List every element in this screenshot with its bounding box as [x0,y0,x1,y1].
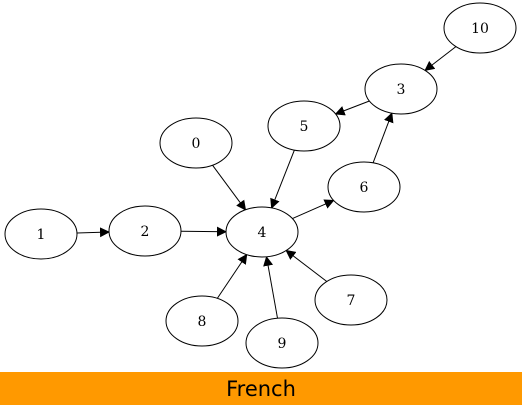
edges [76,46,457,319]
nodes: 0 1 2 3 4 5 6 7 8 9 10 [4,2,517,369]
edge-8-to-4 [216,253,248,299]
node-ellipse [245,317,319,369]
node-label: 4 [258,225,267,241]
node-label: 7 [347,293,356,309]
graph-diagram: 0 1 2 3 4 5 6 7 8 9 10 [4,2,517,369]
node-ellipse [159,117,233,169]
edge-4-to-6 [292,199,335,220]
node-1: 1 [4,208,78,260]
node-4: 4 [225,206,299,258]
footer-banner: French [0,372,522,405]
node-label: 10 [471,21,489,37]
node-10: 10 [443,2,517,54]
node-label: 6 [360,180,369,196]
edge-9-to-4 [263,255,278,319]
node-ellipse [4,208,78,260]
edge-7-to-4 [285,249,328,282]
node-ellipse [314,274,388,326]
node-label: 1 [37,227,46,243]
node-label: 2 [141,224,150,240]
node-8: 8 [165,295,239,347]
node-ellipse [225,206,299,258]
node-6: 6 [327,161,401,213]
node-7: 7 [314,274,388,326]
node-2: 2 [108,205,182,257]
node-ellipse [165,295,239,347]
node-label: 8 [198,314,207,330]
node-ellipse [108,205,182,257]
node-label: 5 [300,119,309,135]
node-label: 9 [278,336,287,352]
node-5: 5 [267,100,341,152]
edge-1-to-2 [76,227,110,238]
node-9: 9 [245,317,319,369]
node-label: 0 [192,136,201,152]
node-ellipse [327,161,401,213]
node-ellipse [364,63,438,115]
edge-5-to-4 [270,149,295,209]
node-0: 0 [159,117,233,169]
edge-3-to-5 [334,100,370,116]
node-3: 3 [364,63,438,115]
edge-0-to-4 [212,164,247,211]
edge-10-to-3 [424,46,457,72]
footer-label: French [226,376,296,401]
node-label: 3 [397,82,406,98]
edge-6-to-3 [372,112,394,163]
node-ellipse [267,100,341,152]
node-ellipse [443,2,517,54]
